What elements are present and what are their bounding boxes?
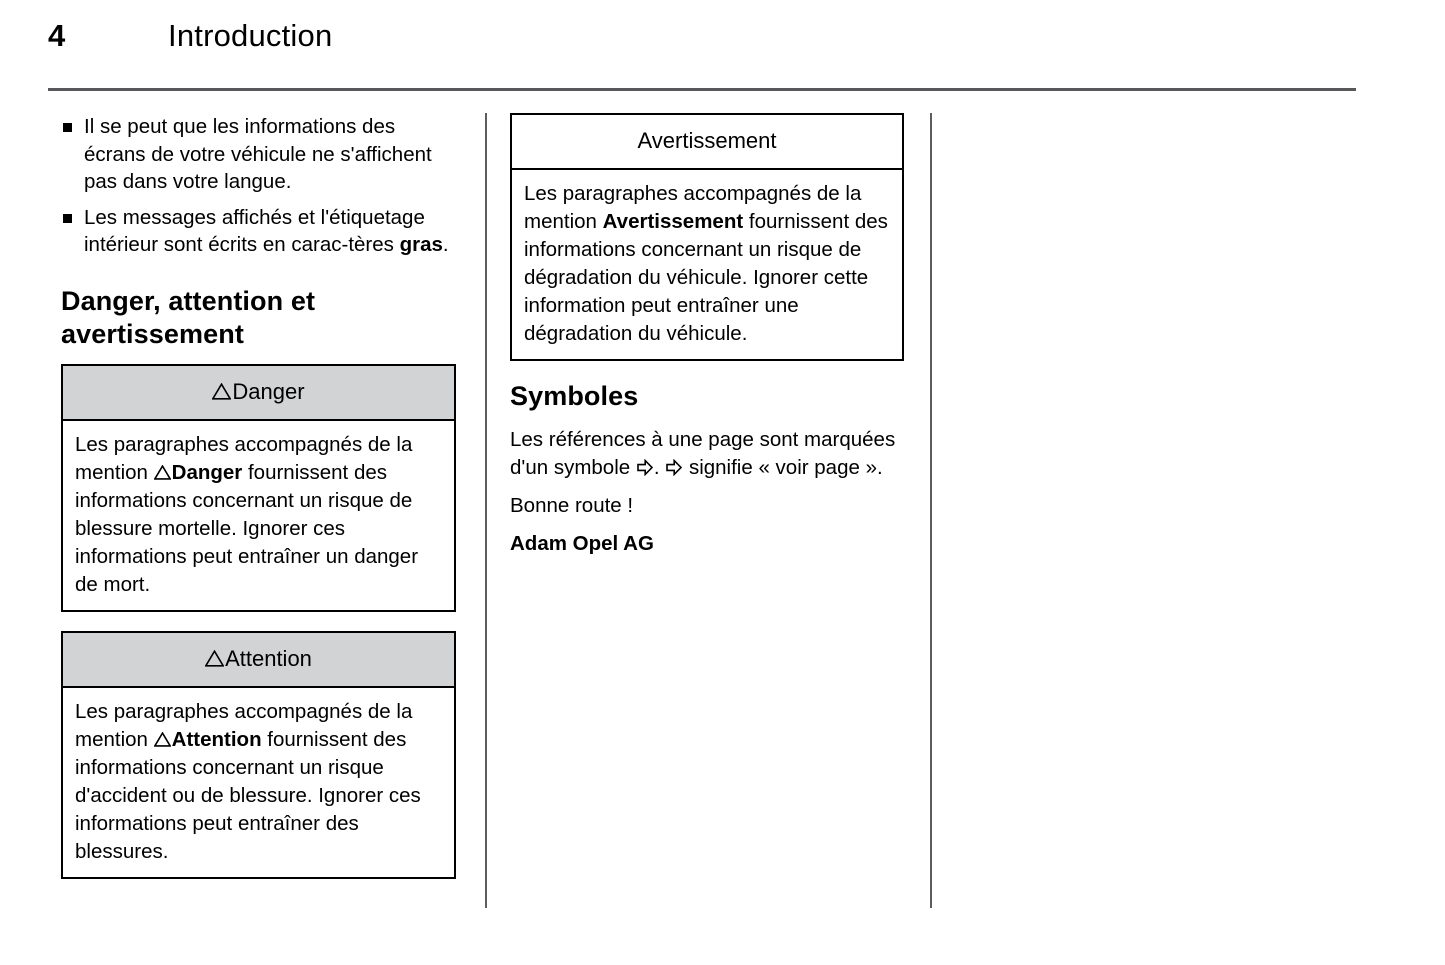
warning-triangle-icon: [212, 382, 232, 400]
right-column: Avertissement Les paragraphes accompagné…: [510, 113, 904, 558]
left-column: Il se peut que les informations des écra…: [61, 113, 456, 898]
intro-bullet-list: Il se peut que les informations des écra…: [61, 113, 456, 259]
right-arrow-outline-icon: [637, 459, 653, 476]
warning-triangle-icon: [153, 731, 171, 747]
attention-body-after: fournissent des informations concernant …: [75, 727, 421, 863]
warning-triangle-icon: [205, 649, 225, 667]
page-title: Introduction: [168, 18, 333, 53]
column-divider-left: [485, 113, 487, 908]
avertissement-box-body: Les paragraphes accompagnés de la mentio…: [510, 170, 904, 361]
danger-box-header-label: Danger: [232, 378, 305, 404]
avertissement-body-after: fournissent des informations concernant …: [524, 210, 888, 345]
square-bullet-icon: [63, 213, 72, 223]
attention-box-body-text: Les paragraphes accompagnés de la mentio…: [75, 698, 442, 866]
avertissement-body-before: Les paragraphes accompagnés de la mentio…: [524, 182, 862, 233]
symbols-text-part1: Les références à une page sont marquées …: [510, 428, 896, 479]
attention-box-body: Les paragraphes accompagnés de la mentio…: [61, 687, 456, 879]
list-item-text-emphasis: gras: [399, 233, 443, 256]
list-item-text-after: .: [442, 233, 449, 256]
section-heading-danger-attention: Danger, attention et avertissement: [61, 285, 316, 349]
danger-body-before: Les paragraphes accompagnés de la mentio…: [75, 432, 413, 484]
avertissement-box-body-text: Les paragraphes accompagnés de la mentio…: [524, 180, 890, 348]
page-header: 4 Introduction: [48, 20, 1358, 76]
attention-box-header-label: Attention: [225, 645, 312, 671]
farewell-text: Bonne route !: [510, 494, 634, 517]
avertissement-note-box: Avertissement Les paragraphes accompagné…: [510, 113, 904, 361]
list-item: Il se peut que les informations des écra…: [61, 113, 456, 196]
avertissement-body-emphasis: Avertissement: [602, 210, 744, 233]
danger-box-body: Les paragraphes accompagnés de la mentio…: [61, 420, 456, 612]
attention-box-header: Attention: [61, 630, 456, 688]
list-item-text: Les messages affichés et l'étiquetage in…: [84, 204, 456, 259]
header-divider-rule: [48, 88, 1356, 91]
attention-note-box: Attention Les paragraphes accompagnés de…: [61, 630, 456, 879]
warning-triangle-icon: [153, 464, 171, 480]
list-item-text: Il se peut que les informations des écra…: [84, 115, 432, 193]
symbols-text-part3: signifie « voir page ».: [683, 456, 883, 479]
right-arrow-outline-icon: [666, 459, 683, 476]
danger-body-after: fournissent des informations concernant …: [75, 460, 419, 596]
signature-text: Adam Opel AG: [510, 532, 654, 555]
danger-box-header: Danger: [61, 363, 456, 421]
symbols-text-part2: .: [653, 456, 666, 479]
danger-note-box: Danger Les paragraphes accompagnés de la…: [61, 363, 456, 612]
square-bullet-icon: [63, 123, 72, 132]
column-divider-right: [930, 113, 932, 908]
danger-body-emphasis: Danger: [171, 460, 243, 484]
section-heading-symboles: Symboles: [510, 381, 639, 411]
symbols-description: Les références à une page sont marquées …: [510, 426, 904, 482]
page-number: 4: [48, 18, 66, 53]
danger-box-body-text: Les paragraphes accompagnés de la mentio…: [75, 431, 442, 599]
list-item: Les messages affichés et l'étiquetage in…: [61, 204, 456, 259]
list-item-text-before: Les messages affichés et l'étiquetage in…: [84, 205, 425, 257]
attention-body-emphasis: Attention: [171, 727, 262, 751]
avertissement-box-header-label: Avertissement: [637, 128, 777, 153]
avertissement-box-header: Avertissement: [510, 113, 904, 170]
attention-body-before: Les paragraphes accompagnés de la mentio…: [75, 699, 413, 751]
